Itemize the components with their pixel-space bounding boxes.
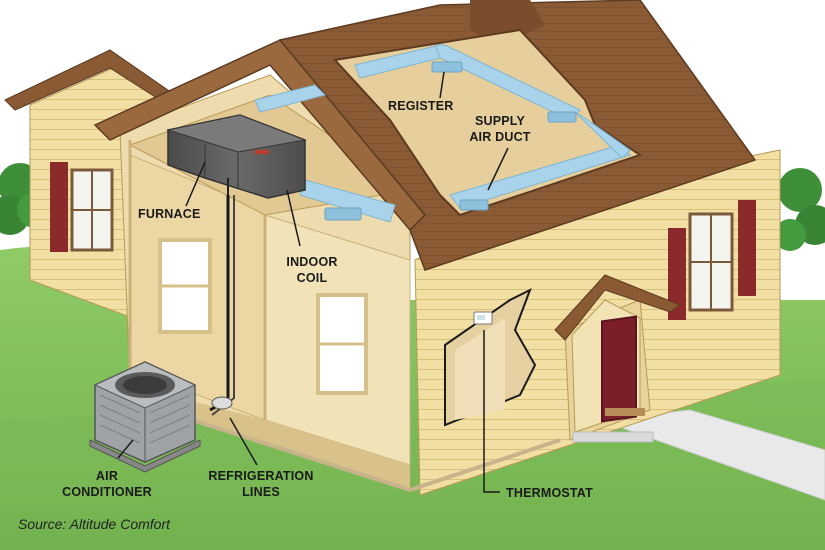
register-top bbox=[431, 61, 463, 73]
air-conditioner-label: AIR CONDITIONER bbox=[52, 468, 162, 500]
source-caption: Source: Altitude Comfort bbox=[18, 516, 170, 532]
foundation bbox=[129, 398, 561, 493]
air-conditioner-label-line1: AIR bbox=[95, 469, 119, 483]
refrigeration-lines-label: REFRIGERATION LINES bbox=[204, 468, 318, 500]
callout-lines bbox=[117, 71, 509, 493]
front-wall-cutaway bbox=[444, 287, 537, 427]
tree-right bbox=[774, 168, 825, 251]
left-wing-shutter bbox=[50, 162, 68, 252]
refrigeration-lines-label-line2: LINES bbox=[242, 485, 280, 499]
indoor-coil-label-line2: COIL bbox=[296, 271, 328, 285]
refrigeration-lines-label-line1: REFRIGERATION bbox=[208, 469, 314, 483]
air-conditioner-unit-icon bbox=[89, 361, 201, 473]
supply-air-duct-label: SUPPLY AIR DUCT bbox=[463, 113, 537, 145]
supply-air-duct-label-line2: AIR DUCT bbox=[469, 130, 531, 144]
indoor-coil-label: INDOOR COIL bbox=[280, 254, 344, 286]
register-right bbox=[547, 111, 577, 123]
register-bottom bbox=[459, 199, 489, 211]
furnace-icon bbox=[166, 114, 307, 199]
front-shutter-right bbox=[738, 200, 756, 296]
furnace-label: FURNACE bbox=[138, 207, 201, 221]
front-shutter-left bbox=[668, 228, 686, 320]
porch bbox=[554, 274, 682, 443]
thermostat-icon bbox=[473, 311, 493, 325]
air-conditioner-label-line2: CONDITIONER bbox=[62, 485, 152, 499]
chimney bbox=[470, 0, 545, 45]
front-door bbox=[601, 315, 637, 423]
supply-air-duct-label-line1: SUPPLY bbox=[474, 114, 526, 128]
supply-air-duct-network bbox=[254, 44, 631, 223]
refrigeration-lines bbox=[209, 195, 235, 416]
indoor-coil-label-line1: INDOOR bbox=[286, 255, 338, 269]
thermostat-label: THERMOSTAT bbox=[506, 486, 593, 500]
register-label: REGISTER bbox=[388, 99, 454, 113]
